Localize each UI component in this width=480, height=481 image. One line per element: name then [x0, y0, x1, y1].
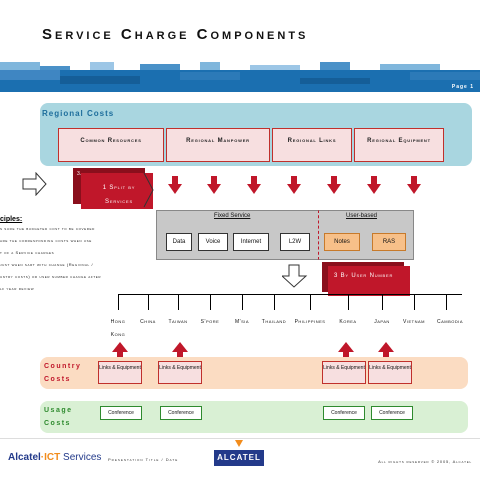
country-hong-kong: Hong Kong [110, 319, 126, 338]
links-equipment-box: Links & Equipment [158, 361, 202, 384]
logo-services: Services [63, 452, 102, 463]
up-arrow-icon [338, 342, 354, 361]
country-tree-drop [446, 294, 447, 310]
fixed-service-label: Fixed Service [214, 213, 251, 219]
country-tree-drop [382, 294, 383, 310]
principles-line: lf year review [0, 286, 35, 291]
country-china: China [140, 319, 156, 325]
country-singapore: S'pore [200, 319, 220, 325]
conference-box: Conference [100, 406, 142, 420]
links-equipment-box: Links & Equipment [322, 361, 366, 384]
country-tree-drop [310, 294, 311, 310]
right-arrow-outline-icon [22, 172, 47, 196]
regional-box-label: Regional Equipment [367, 138, 431, 144]
country-tree-drop [148, 294, 149, 310]
down-arrow-outline-icon [282, 264, 308, 288]
split-by-services-label: 1 Split by Services [102, 185, 136, 205]
principles-line: untry costs) or user number change after [0, 274, 102, 279]
down-arrow-icon [247, 176, 261, 194]
split-fragment: 3. [77, 171, 82, 177]
conference-box: Conference [323, 406, 365, 420]
service-data: Data [166, 233, 192, 251]
country-vietnam: Vietnam [403, 319, 425, 325]
usage-costs-label: Usage Costs [44, 407, 73, 427]
regional-box-equipment: Regional Equipment [354, 128, 444, 162]
right-bracket-arrow-icon [143, 172, 154, 208]
country-tree-line [118, 294, 462, 295]
conference-box: Conference [371, 406, 413, 420]
up-arrow-icon [112, 342, 128, 361]
split-by-services-box: 3. 1 Split by Services [73, 168, 153, 209]
down-arrow-icon [327, 176, 341, 194]
header-band-graphic [0, 62, 480, 92]
principles-line: s sure the budgeted cost to be covered [0, 226, 95, 231]
country-thailand: Thailand [261, 319, 287, 325]
country-tree-drop [118, 294, 119, 310]
conference-box: Conference [160, 406, 202, 420]
country-tree-drop [274, 294, 275, 310]
regional-costs-label: Regional Costs [42, 109, 115, 118]
down-arrow-icon [407, 176, 421, 194]
country-tree-drop [178, 294, 179, 310]
alcatel-brand-logo: ALCATEL [214, 450, 264, 466]
copyright-notice: All rights reserved © 2005, Alcatel [378, 459, 472, 464]
down-arrow-icon [168, 176, 182, 194]
up-arrow-icon [172, 342, 188, 361]
regional-box-links: Regional Links [272, 128, 352, 162]
by-user-number-label: 3 By User Number [334, 273, 394, 279]
by-user-number-box: 3 By User Number [328, 266, 410, 296]
links-equipment-box: Links & Equipment [98, 361, 142, 384]
service-notes: Notes [324, 233, 360, 251]
regional-box-manpower: Regional Manpower [166, 128, 270, 162]
service-internet: Internet [233, 233, 269, 251]
country-philippines: Philippines [294, 319, 326, 325]
regional-box-label: Regional Links [287, 138, 337, 144]
slide-title: Service Charge Components [42, 26, 309, 43]
country-malaysia: M'sia [234, 319, 250, 325]
service-voice: Voice [198, 233, 228, 251]
principles-line: just when sart with change (Regional / [0, 262, 94, 267]
country-cambodia: Cambodia [436, 319, 464, 325]
principles-line: are the corresponding costs when use [0, 238, 92, 243]
country-tree-drop [348, 294, 349, 310]
principles-line: t of a Service charges [0, 250, 55, 255]
country-tree-drop [210, 294, 211, 310]
principles-block: ciples: s sure the budgeted cost to be c… [0, 216, 150, 295]
user-based-label: User-based [346, 213, 378, 219]
alcatel-triangle-icon [235, 440, 243, 447]
country-tree-drop [414, 294, 415, 310]
logo-alcatel: Alcatel [8, 452, 41, 463]
up-arrow-icon [378, 342, 394, 361]
down-arrow-icon [287, 176, 301, 194]
regional-box-label: Regional Manpower [186, 138, 250, 144]
regional-box-common-resources: Common Resources [58, 128, 164, 162]
country-taiwan: Taiwan [168, 319, 188, 325]
presentation-title-date: Presentation Title / Date [108, 457, 179, 462]
country-japan: Japan [374, 319, 390, 325]
down-arrow-icon [367, 176, 381, 194]
header-band [0, 62, 480, 92]
country-korea: Korea [339, 319, 357, 325]
service-l2w: L2W [280, 233, 310, 251]
principles-heading: ciples: [0, 216, 23, 223]
alcatel-ict-services-logo: Alcatel·ICT Services [8, 452, 101, 463]
country-tree-drop [242, 294, 243, 310]
logo-dot: · [40, 452, 45, 463]
logo-ict: ICT [44, 452, 61, 463]
down-arrow-icon [207, 176, 221, 194]
service-ras: RAS [372, 233, 406, 251]
page-label: Page 1 [451, 84, 474, 90]
links-equipment-box: Links & Equipment [368, 361, 412, 384]
regional-box-label: Common Resources [80, 138, 142, 144]
country-costs-label: Country Costs [44, 363, 82, 383]
